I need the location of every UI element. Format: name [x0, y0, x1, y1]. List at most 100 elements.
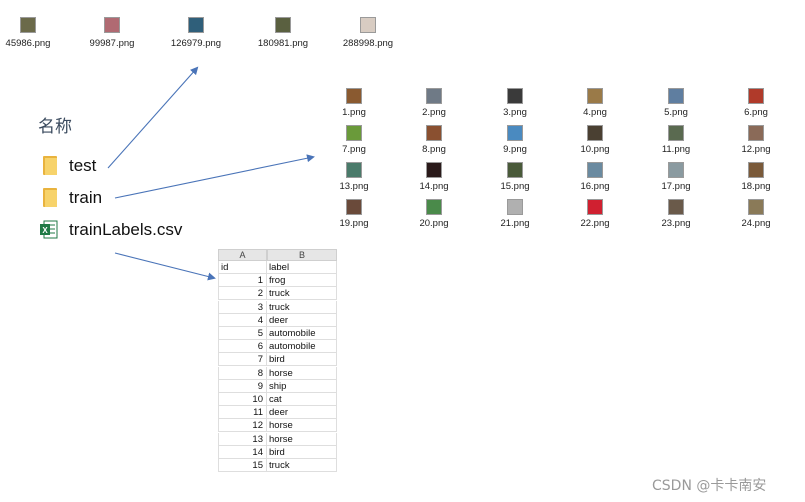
cell-id: 9: [218, 379, 267, 393]
cell-id: 11: [218, 406, 267, 420]
image-filename: 24.png: [741, 218, 771, 229]
watermark: CSDN @卡卡南安: [652, 478, 767, 494]
cell-id: 6: [218, 340, 267, 354]
image-thumbnail-icon: [507, 125, 523, 141]
image-filename: 19.png: [339, 218, 369, 229]
cell-id: 1: [218, 274, 267, 288]
excel-csv-icon: X: [40, 220, 58, 239]
cell-label: horse: [267, 432, 337, 446]
folder-icon: [43, 188, 57, 207]
image-thumbnail-icon: [346, 88, 362, 104]
image-filename: 17.png: [661, 181, 691, 192]
arrow-csv-to-sheet: [114, 252, 216, 281]
cell-label: automobile: [267, 340, 337, 354]
image-thumbnail-icon: [346, 162, 362, 178]
explorer-item-label: test: [69, 156, 97, 175]
image-thumbnail-icon: [587, 162, 603, 178]
image-thumbnail-icon: [748, 88, 764, 104]
image-thumbnail-icon: [507, 88, 523, 104]
image-thumbnail-icon: [360, 17, 376, 33]
cell-label: horse: [267, 366, 337, 380]
cell-label: truck: [267, 459, 337, 472]
image-filename: 22.png: [580, 218, 610, 229]
cell-id: 13: [218, 432, 267, 446]
image-filename: 2.png: [422, 107, 446, 118]
cell-label: bird: [267, 445, 337, 459]
image-filename: 11.png: [661, 144, 691, 155]
cell-label: truck: [267, 287, 337, 301]
image-thumbnail-icon: [668, 125, 684, 141]
image-filename: 15.png: [500, 181, 530, 192]
cell-label: bird: [267, 353, 337, 367]
arrow-test-to-images: [107, 66, 199, 169]
arrow-train-to-images: [114, 154, 315, 199]
cell-id: 14: [218, 445, 267, 459]
cell-label: cat: [267, 393, 337, 406]
cell-label: deer: [267, 313, 337, 327]
image-thumbnail-icon: [748, 125, 764, 141]
image-filename: 21.png: [500, 218, 530, 229]
image-filename: 13.png: [339, 181, 369, 192]
image-filename: 6.png: [744, 107, 768, 118]
image-filename: 12.png: [741, 144, 771, 155]
image-filename: 23.png: [661, 218, 691, 229]
image-filename: 9.png: [503, 144, 527, 155]
cell-id: 12: [218, 419, 267, 433]
image-thumbnail-icon: [748, 199, 764, 215]
image-thumbnail-icon: [507, 199, 523, 215]
cell-id: 4: [218, 313, 267, 327]
cell-id: 15: [218, 459, 267, 472]
image-thumbnail-icon: [275, 17, 291, 33]
cell-label: frog: [267, 274, 337, 288]
image-filename: 4.png: [583, 107, 607, 118]
cell-id: 8: [218, 366, 267, 380]
header-cell-label: label: [267, 261, 337, 274]
image-filename: 18.png: [741, 181, 771, 192]
image-thumbnail-icon: [104, 17, 120, 33]
image-filename: 126979.png: [170, 38, 222, 49]
image-thumbnail-icon: [668, 199, 684, 215]
image-thumbnail-icon: [188, 17, 204, 33]
svg-text:X: X: [42, 226, 48, 235]
cell-id: 10: [218, 393, 267, 406]
image-thumbnail-icon: [587, 88, 603, 104]
image-thumbnail-icon: [748, 162, 764, 178]
image-thumbnail-icon: [426, 88, 442, 104]
image-filename: 10.png: [580, 144, 610, 155]
image-filename: 99987.png: [89, 38, 135, 49]
image-thumbnail-icon: [426, 199, 442, 215]
image-filename: 45986.png: [5, 38, 51, 49]
image-filename: 5.png: [664, 107, 688, 118]
image-thumbnail-icon: [426, 125, 442, 141]
image-filename: 1.png: [342, 107, 366, 118]
cell-id: 3: [218, 300, 267, 314]
column-header-b: B: [267, 249, 337, 261]
cell-id: 5: [218, 327, 267, 340]
cell-id: 7: [218, 353, 267, 367]
image-thumbnail-icon: [587, 199, 603, 215]
image-filename: 8.png: [422, 144, 446, 155]
header-cell-id: id: [218, 261, 267, 274]
cell-id: 2: [218, 287, 267, 301]
image-thumbnail-icon: [668, 88, 684, 104]
cell-label: deer: [267, 406, 337, 420]
image-filename: 16.png: [580, 181, 610, 192]
cell-label: truck: [267, 300, 337, 314]
image-filename: 3.png: [503, 107, 527, 118]
image-thumbnail-icon: [20, 17, 36, 33]
image-filename: 14.png: [419, 181, 449, 192]
image-thumbnail-icon: [346, 199, 362, 215]
image-filename: 180981.png: [257, 38, 309, 49]
image-thumbnail-icon: [346, 125, 362, 141]
column-header-a: A: [218, 249, 267, 261]
image-filename: 7.png: [342, 144, 366, 155]
cell-label: horse: [267, 419, 337, 433]
image-thumbnail-icon: [426, 162, 442, 178]
image-thumbnail-icon: [507, 162, 523, 178]
column-heading-name: 名称: [38, 117, 72, 137]
image-thumbnail-icon: [587, 125, 603, 141]
explorer-item-label: trainLabels.csv: [69, 220, 183, 239]
image-filename: 20.png: [419, 218, 449, 229]
explorer-item-label: train: [69, 188, 103, 207]
